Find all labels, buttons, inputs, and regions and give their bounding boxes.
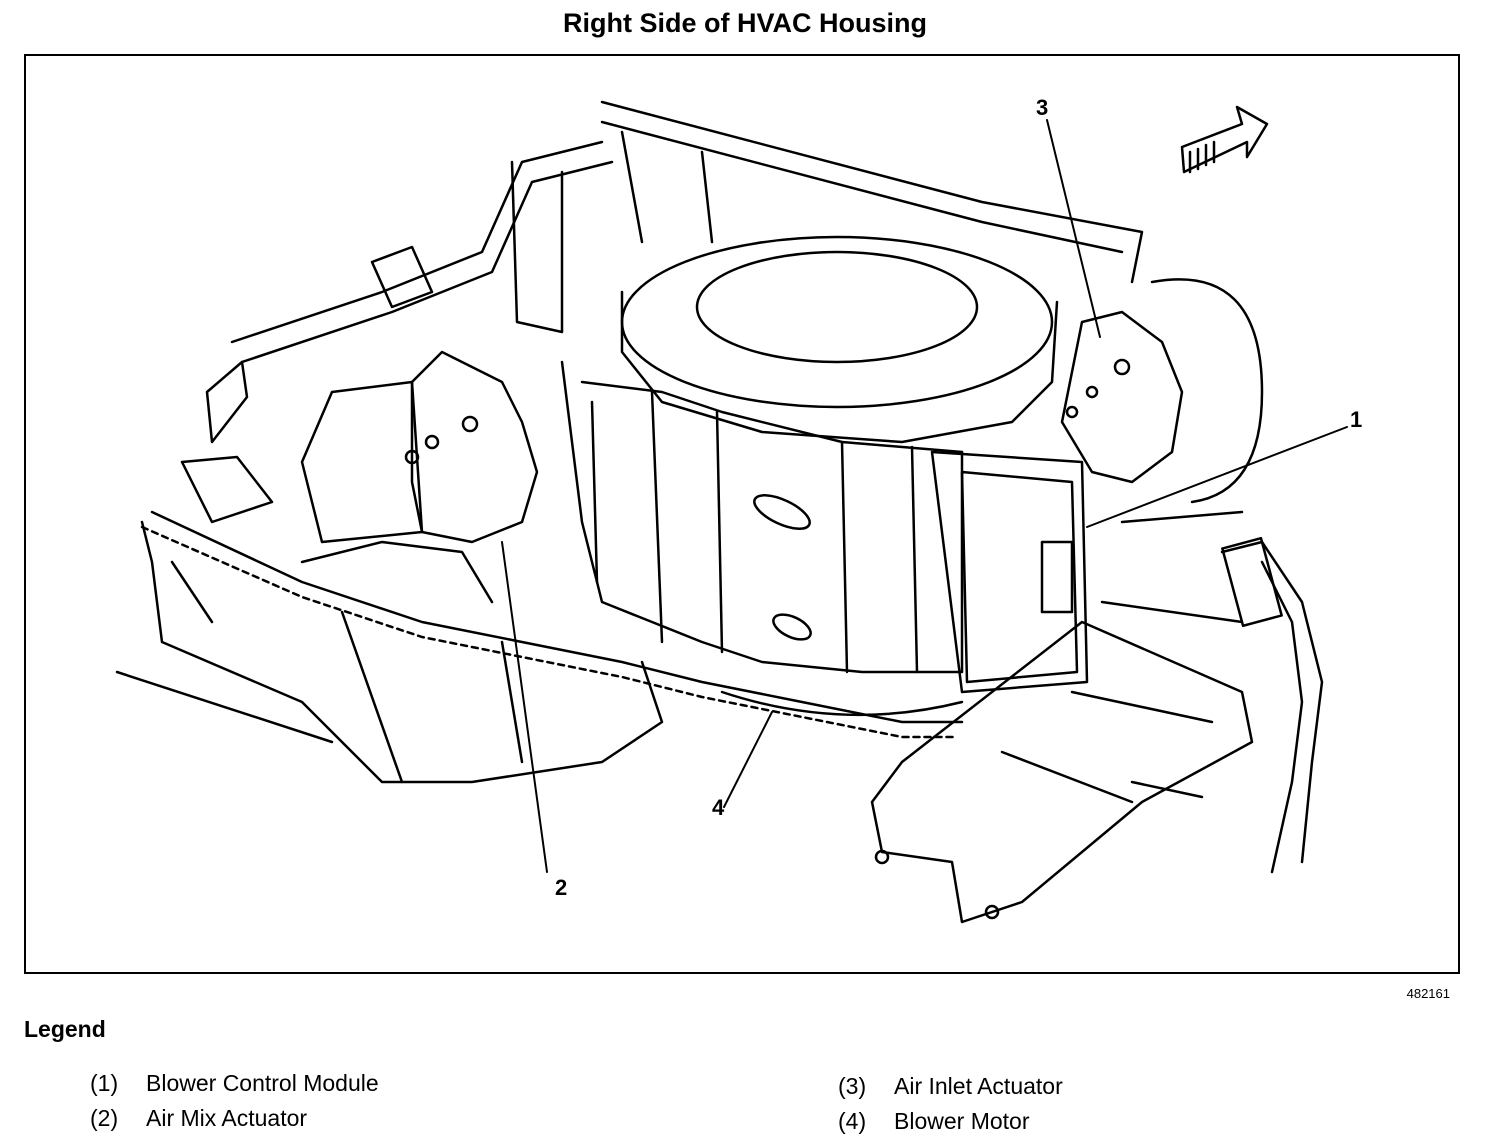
legend-item: (4) Blower Motor [838, 1108, 1029, 1135]
figure-id: 482161 [1406, 986, 1450, 1001]
legend-item-number: (4) [838, 1108, 867, 1134]
leader-2 [501, 541, 548, 873]
legend-item: (2) Air Mix Actuator [90, 1105, 307, 1132]
diagram-frame: 1 2 3 4 [24, 54, 1460, 974]
legend-item-number: (1) [90, 1070, 119, 1096]
leader-1 [1086, 426, 1348, 528]
legend-heading: Legend [24, 1016, 106, 1042]
callout-1: 1 [1350, 407, 1362, 432]
callout-2: 2 [555, 875, 567, 900]
leader-3 [1046, 119, 1101, 338]
mounting-bracket [870, 620, 1254, 924]
legend-item: (1) Blower Control Module [90, 1070, 379, 1097]
hvac-housing-illustration: 1 2 3 4 [115, 95, 1362, 924]
air-inlet-actuator-illustration [1060, 278, 1264, 504]
callout-leaders [501, 119, 1348, 873]
housing-frame-left [180, 100, 1144, 524]
legend-item-label: Blower Control Module [146, 1070, 379, 1096]
legend-item: (3) Air Inlet Actuator [838, 1073, 1063, 1100]
legend-item-label: Air Mix Actuator [146, 1105, 308, 1131]
forward-direction-arrow-icon [1180, 105, 1269, 174]
blower-control-module-illustration [930, 450, 1089, 694]
leader-4 [723, 711, 773, 808]
legend-item-label: Blower Motor [894, 1108, 1030, 1134]
callout-3: 3 [1036, 95, 1048, 120]
callout-4: 4 [712, 795, 725, 820]
legend-item-label: Air Inlet Actuator [894, 1073, 1063, 1099]
housing-base [115, 510, 964, 784]
legend-item-number: (2) [90, 1105, 119, 1131]
wiring-harness [1100, 510, 1324, 874]
diagram-title: Right Side of HVAC Housing [563, 8, 927, 38]
air-mix-actuator-illustration [300, 350, 539, 604]
blower-housing-drum [560, 235, 1059, 717]
legend-item-number: (3) [838, 1073, 867, 1099]
